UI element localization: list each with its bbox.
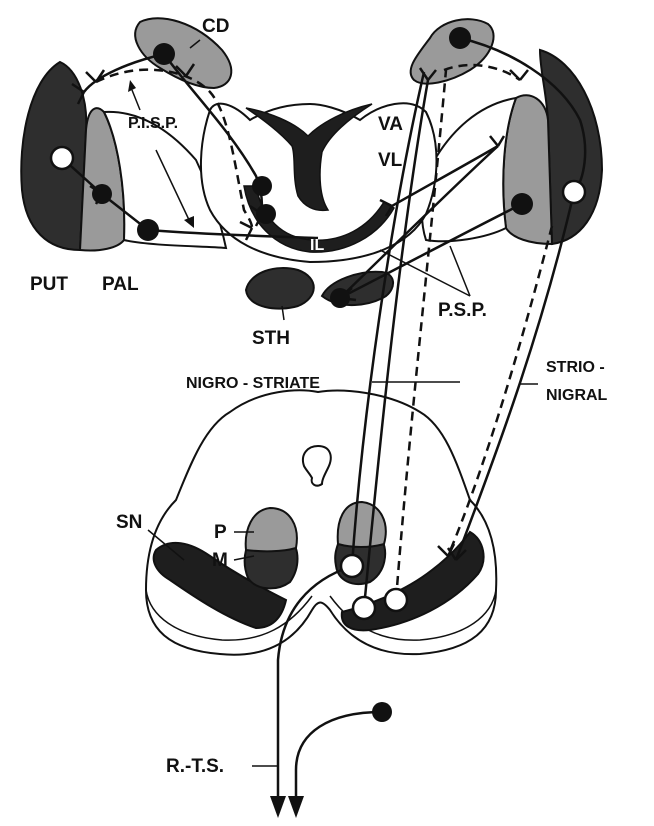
neuron-sn-right-1 [353,597,375,619]
neuron-thalamus-1 [252,176,272,196]
neuron-rts-origin [372,702,392,722]
label-pisp: P.I.S.P. [128,115,178,132]
pisp-arrow-up [132,90,140,110]
label-va: VA [378,114,403,135]
neuron-caudate-left [153,43,175,65]
label-vl: VL [378,150,403,171]
neuron-thalamus-2 [256,204,276,224]
label-il: IL [310,237,324,254]
arrowhead-rts-2 [288,796,304,818]
label-strio: STRIO - [546,359,605,376]
subthalamus [246,268,314,309]
neuron-pallidum-left [92,184,112,204]
neuron-red-nucleus-right [341,555,363,577]
neuron-pallidum-right [511,193,533,215]
label-nigral: NIGRAL [546,387,608,404]
neuron-putamen-left [51,147,73,169]
neuron-sth-right [330,288,350,308]
neuron-putamen-right [563,181,585,203]
label-p: P [214,522,227,543]
arrowhead-rts-1 [270,796,286,818]
label-sth: STH [252,328,290,349]
label-sn: SN [116,512,142,533]
midbrain-outline [146,390,496,654]
neuron-pallidum-left-2 [137,219,159,241]
label-pal: PAL [102,274,139,295]
label-put: PUT [30,274,68,295]
leader-psp-1 [380,250,470,296]
neuron-caudate-right [449,27,471,49]
label-m: M [212,550,228,571]
label-rts: R.-T.S. [166,756,224,777]
label-psp: P.S.P. [438,300,487,321]
label-nigro-striate: NIGRO - STRIATE [186,375,320,392]
pathway-rts-2 [296,712,382,800]
leader-psp-2 [450,246,470,296]
neuron-sn-right-2 [385,589,407,611]
label-cd: CD [202,16,229,37]
